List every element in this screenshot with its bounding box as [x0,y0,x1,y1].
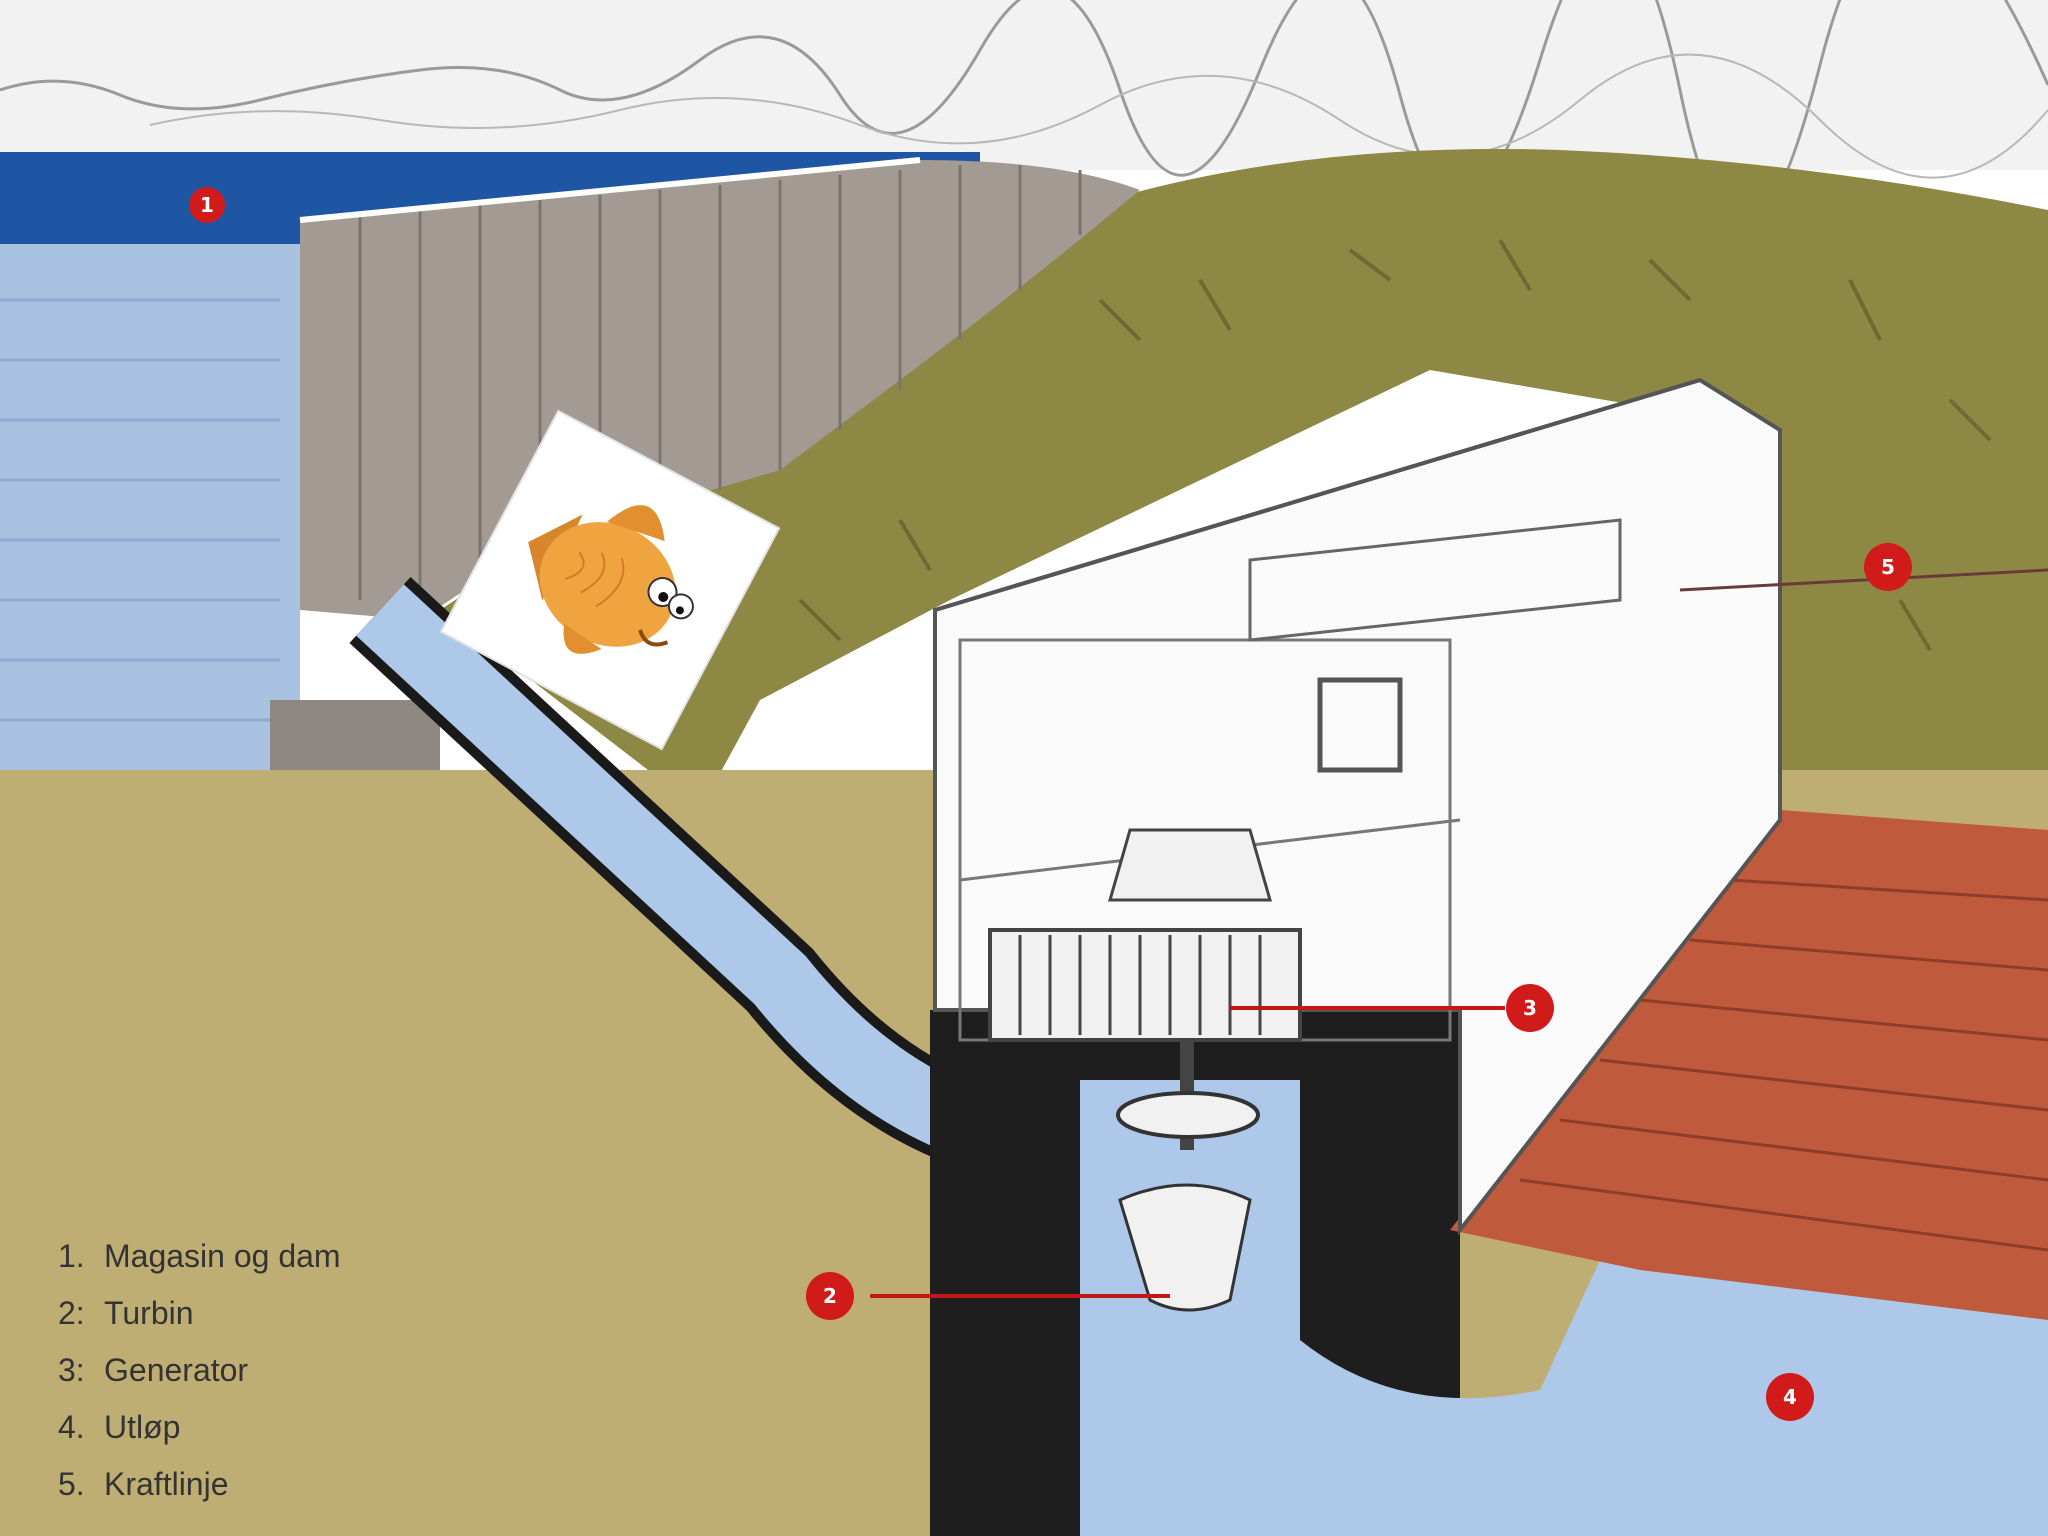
legend-item-label: Utløp [104,1409,181,1445]
cloud-line-2 [149,53,2048,179]
callout-3-label: 3 [1523,996,1537,1020]
tailwater [1080,1080,2048,1536]
cartoon-fish-icon [528,505,694,654]
legend-item-number: 1. [58,1238,85,1274]
legend-item: 2: Turbin [58,1285,341,1342]
legend-item: 3: Generator [58,1342,341,1399]
turbine [1116,1040,1260,1312]
legend-item-number: 2: [58,1295,85,1331]
legend-item-number: 5. [58,1466,85,1502]
legend-item-label: Kraftlinje [104,1466,229,1502]
legend-item: 1. Magasin og dam [58,1228,341,1285]
hillside [440,149,2048,830]
legend: 1. Magasin og dam 2: Turbin 3: Generator 4.… [58,1228,341,1513]
generator [988,828,1302,1042]
callout-4-label: 4 [1783,1385,1797,1409]
callout-4: 4 [1766,1373,1814,1421]
legend-item-number: 3: [58,1352,85,1388]
reservoir-water [0,158,300,778]
roof [1450,810,2048,1320]
callout-1: 1 [189,187,225,223]
callout-2: 2 [806,1272,1170,1320]
legend-item-number: 4. [58,1409,85,1445]
fish-sticker [439,409,781,751]
legend-item: 5. Kraftlinje [58,1456,341,1513]
callout-5: 5 [1679,543,2048,592]
legend-item-label: Turbin [104,1295,194,1331]
legend-item-label: Magasin og dam [104,1238,341,1274]
legend-item-label: Generator [104,1352,249,1388]
callout-2-label: 2 [823,1284,837,1308]
dam-base [270,700,440,780]
sky [0,0,2048,170]
callout-3: 3 [1230,984,1554,1032]
callout-5-label: 5 [1881,555,1895,579]
callout-1-label: 1 [200,193,214,217]
legend-item: 4. Utløp [58,1399,341,1456]
